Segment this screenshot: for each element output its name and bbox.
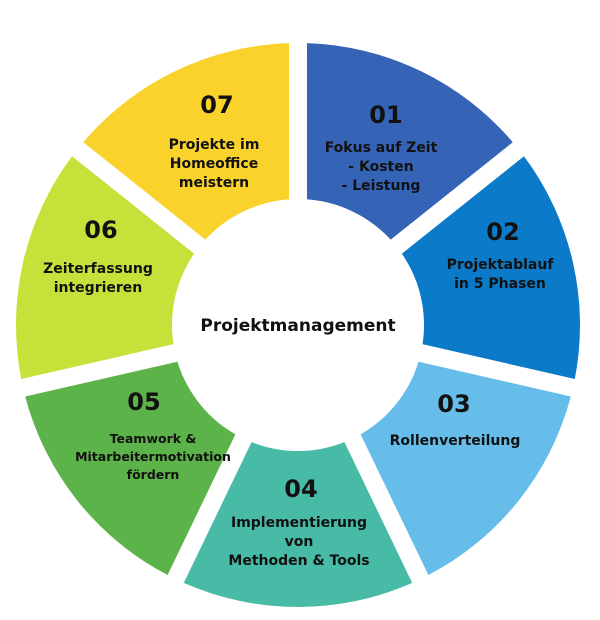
segment-03-number: 03	[437, 390, 470, 418]
segment-02-label-line: in 5 Phasen	[454, 276, 546, 292]
segment-02-label-line: Projektablauf	[447, 257, 555, 273]
segment-06	[15, 156, 221, 379]
segment-06-label-line: Zeiterfassung	[43, 261, 153, 277]
segment-01-number: 01	[369, 101, 402, 129]
segment-04-number: 04	[284, 475, 317, 503]
segment-04-label-line: Methoden & Tools	[228, 553, 369, 569]
segment-01	[306, 43, 513, 261]
segment-05-label: Teamwork & Mitarbeitermotivation fördern	[75, 431, 231, 482]
segment-03-label: Rollenverteilung	[390, 433, 521, 449]
segment-04-label-line: Implementierung	[231, 515, 367, 531]
segment-04-label-line: von	[285, 534, 314, 550]
segment-07-label: Projekte im Homeoffice meistern	[169, 137, 260, 191]
segment-01-label-line: - Kosten	[348, 159, 413, 175]
segment-02-number: 02	[486, 218, 519, 246]
segment-05-label-line: Teamwork &	[110, 431, 197, 446]
segment-04	[183, 411, 413, 607]
segment-07-label-line: meistern	[179, 175, 249, 191]
segment-01-label-line: - Leistung	[342, 178, 421, 194]
segment-02-label: Projektablauf in 5 Phasen	[447, 257, 555, 292]
center-circle	[172, 199, 424, 451]
segment-07-label-line: Projekte im	[169, 137, 260, 153]
segment-07	[83, 43, 290, 261]
segment-07-number: 07	[200, 91, 233, 119]
segment-05	[25, 354, 251, 576]
segment-05-label-line: fördern	[127, 467, 180, 482]
segment-05-number: 05	[127, 388, 160, 416]
segment-06-label: Zeiterfassung integrieren	[43, 261, 153, 296]
segment-01-label: Fokus auf Zeit - Kosten - Leistung	[325, 140, 438, 194]
segment-03-label-line: Rollenverteilung	[390, 433, 521, 449]
segment-07-label-line: Homeoffice	[170, 156, 258, 172]
segment-01-label-line: Fokus auf Zeit	[325, 140, 438, 156]
segment-06-number: 06	[84, 216, 117, 244]
segment-05-label-line: Mitarbeitermotivation	[75, 449, 231, 464]
segment-03	[345, 354, 571, 576]
segment-02	[375, 156, 580, 379]
segment-06-label-line: integrieren	[54, 280, 143, 296]
center-title: Projektmanagement	[200, 316, 395, 336]
